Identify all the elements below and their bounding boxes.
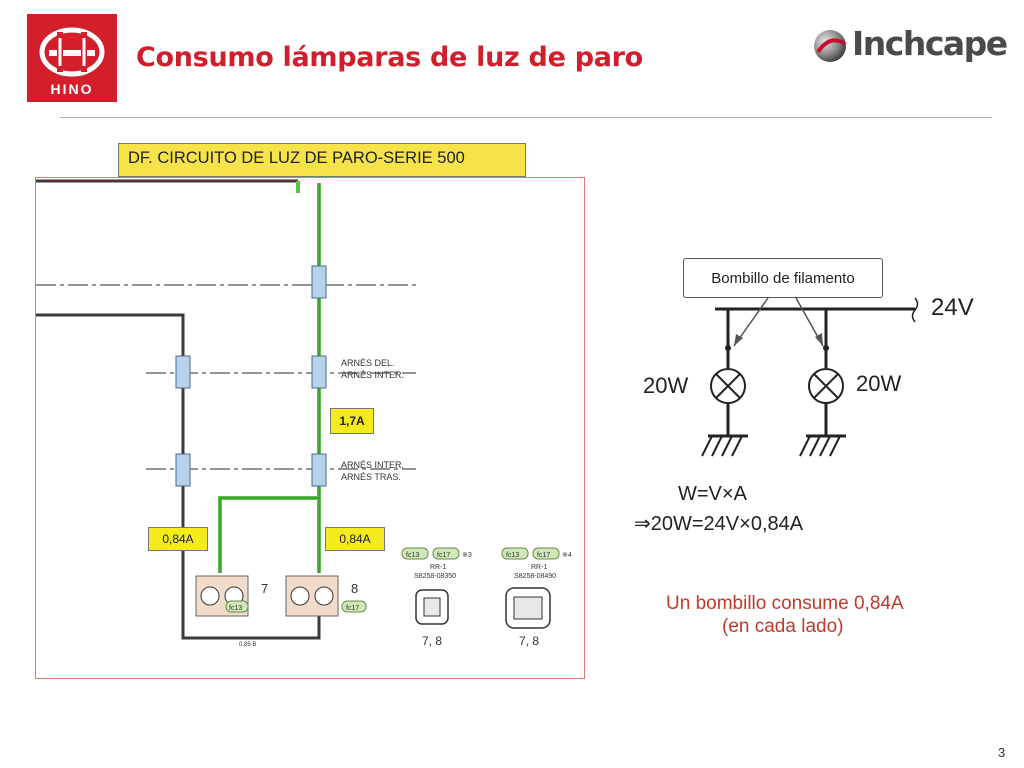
tag-fc17-b: fc17 — [537, 552, 550, 559]
watt-left-label: 20W — [643, 373, 689, 398]
power-calculation: ⇒20W=24V×0,84A — [634, 513, 804, 535]
part-rr1-b: RR-1 — [531, 564, 547, 571]
tag-fc13-a: fc13 — [406, 552, 419, 559]
circuit-label: DF. CIRCUITO DE LUZ DE PARO-SERIE 500 — [118, 143, 526, 177]
part-b-code: S8258-08490 — [514, 573, 556, 580]
harness-label-2a: ARNÉS INTER. — [341, 460, 404, 470]
conclusion-line-1: Un bombillo consume 0,84A — [666, 593, 904, 614]
lamp-8-number: 8 — [351, 581, 358, 596]
note-a: ※3 — [462, 552, 472, 559]
lamp-7-number: 7 — [261, 581, 268, 596]
hino-logo-text: HINO — [51, 81, 94, 97]
header-divider — [60, 117, 992, 118]
bulb-label: Bombillo de filamento — [683, 258, 883, 298]
hino-logo: HINO — [27, 14, 117, 102]
tag-fc17-a: fc17 — [437, 552, 450, 559]
inchcape-logo: Inchcape — [812, 24, 1008, 70]
lamp-8-connector: fc17 — [346, 605, 359, 612]
current-right-tag: 0,84A — [325, 527, 385, 551]
page-number: 3 — [998, 745, 1006, 760]
harness-label-2b: ARNÉS TRAS. — [341, 472, 401, 482]
wire-label: 0.85 B — [239, 642, 256, 648]
conn-a-nums: 7, 8 — [422, 634, 442, 648]
watt-right-label: 20W — [856, 371, 902, 396]
voltage-label: 24V — [931, 294, 974, 321]
part-a-code: S8258-08350 — [414, 573, 456, 580]
lamp-7-connector: fc13 — [229, 605, 242, 612]
power-formula: W=V×A — [678, 483, 747, 505]
note-b: ※4 — [562, 552, 572, 559]
bulb-schematic — [701, 297, 919, 457]
inchcape-logo-text: Inchcape — [852, 24, 1008, 63]
current-left-tag: 0,84A — [148, 527, 208, 551]
harness-label-1b: ARNÉS INTER. — [341, 370, 404, 380]
page-title: Consumo lámparas de luz de paro — [136, 42, 643, 73]
conn-b-nums: 7, 8 — [519, 634, 539, 648]
tag-fc13-b: fc13 — [506, 552, 519, 559]
wiring-diagram: ARNÉS DEL. ARNÉS INTER. ARNÉS INTER. ARN… — [35, 177, 585, 679]
conclusion-line-2: (en cada lado) — [722, 616, 844, 637]
current-total-tag: 1,7A — [330, 408, 374, 434]
part-rr1-a: RR-1 — [430, 564, 446, 571]
harness-label-1a: ARNÉS DEL. — [341, 358, 395, 368]
